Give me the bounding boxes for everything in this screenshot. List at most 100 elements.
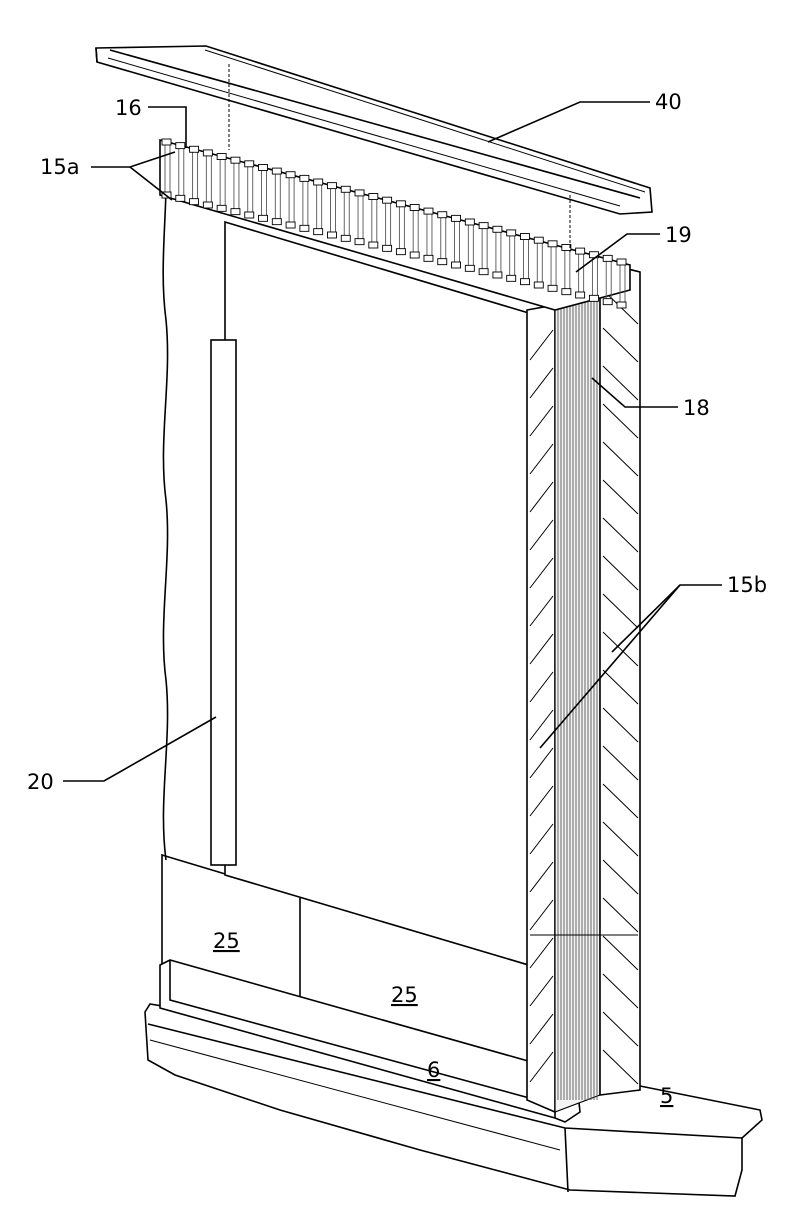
band-cap [299,174,310,182]
band-cap [575,291,586,299]
hatch-line [529,595,554,627]
hatch-line [529,671,554,703]
band-cap [395,200,406,208]
hatch-line [602,897,639,933]
band-cap [285,171,296,179]
hatch-line [602,707,639,743]
label-20: 20 [27,770,54,794]
band-cap [478,268,489,276]
band-cap [230,156,241,164]
band-cap [451,261,461,269]
hatch-line [602,935,639,971]
band-cap [313,178,324,186]
band-cap [202,201,213,209]
hatch-line [602,593,639,629]
band-cap [506,274,517,282]
hatch-line [529,367,554,399]
band-cap [175,142,186,150]
hatch-line [602,555,639,591]
hatch-line [529,329,554,361]
band-cap [492,271,503,279]
band-cap [354,238,365,246]
hatch-line [602,821,639,857]
hatch-line [602,517,639,553]
hatch-line [529,519,554,551]
band-cap [313,228,324,236]
band-cap [216,153,227,160]
band-cap [230,208,241,216]
hatch-line [602,1011,639,1047]
band-cap [271,218,282,226]
label-25-left: 25 [213,929,240,953]
band-cap [437,258,448,266]
band-cap [533,281,544,289]
label-15b: 15b [727,573,767,597]
band-cap [520,278,530,286]
band-cap [520,233,530,240]
band-cap [451,214,461,222]
band-cap [244,211,255,219]
hatch-line [602,327,639,363]
top-rail [95,45,653,215]
label-25-right: 25 [391,983,418,1007]
band-cap [409,204,420,211]
band-cap [478,222,489,230]
band-cap [285,221,296,229]
band-cap [175,194,186,202]
band-cap [561,244,572,251]
hatch-line [529,1013,554,1045]
hatch-line [602,669,639,705]
hatch-line [529,481,554,513]
hatch-line [529,709,554,741]
band-cap [616,301,627,309]
hatch-line [602,441,639,477]
hatch-line [602,403,639,439]
hatch-line [529,633,554,665]
band-cap [382,196,393,204]
panel-break-line [162,139,169,861]
band-cap [588,294,599,302]
band-cap [602,298,613,306]
band-cap [189,198,200,206]
hatch-line [529,975,554,1007]
main-panel [224,220,533,968]
hatch-line [529,823,554,855]
band-cap [202,149,213,157]
label-40: 40 [655,90,682,114]
hatch-line [529,405,554,437]
hatch-line [602,973,639,1009]
band-cap [368,193,379,200]
label-15a: 15a [40,155,80,179]
band-cap [533,236,544,244]
band-cap [423,207,434,215]
label-5: 5 [660,1084,673,1108]
hatch-line [602,783,639,819]
hatch-line [529,899,554,931]
band-cap [492,225,503,233]
hatch-line [602,365,639,401]
label-16: 16 [115,96,142,120]
top-column-band [159,138,631,311]
label-18: 18 [683,396,710,420]
hatch-line [529,937,554,969]
band-cap [602,254,613,262]
band-cap [506,229,517,237]
band-cap [271,167,282,175]
band-cap [547,240,558,248]
band-cap [464,264,475,272]
hatch-line [529,443,554,475]
hatch-line [529,785,554,817]
band-cap [368,241,379,249]
base-footing [144,1003,763,1197]
band-cap [258,214,268,222]
band-cap [437,211,448,219]
hatch-line [529,861,554,893]
hatch-line [602,631,639,667]
band-cap [189,145,200,153]
band-cap [382,244,393,252]
vertical-strip [210,339,237,866]
band-cap [561,288,572,296]
band-cap [327,231,337,239]
band-cap [395,248,406,256]
